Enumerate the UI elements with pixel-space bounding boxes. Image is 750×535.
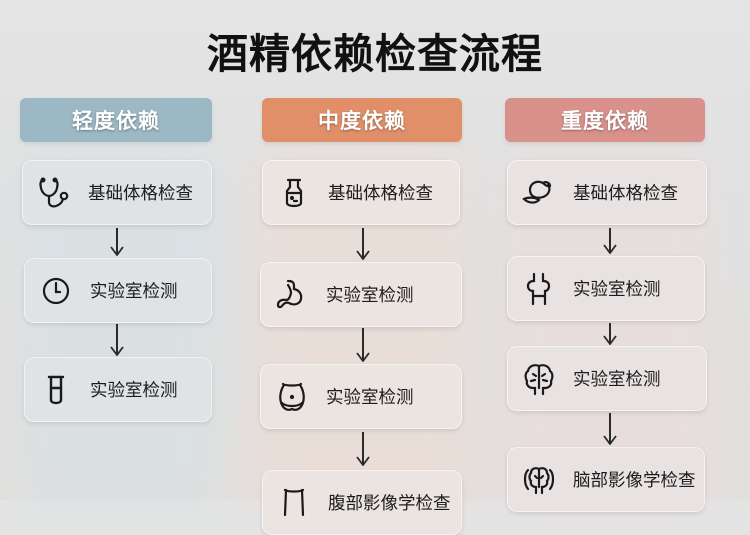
step-label: 实验室检测: [326, 286, 414, 306]
step-card: 实验室检测: [24, 357, 212, 422]
column-header-mild: 轻度依赖: [20, 98, 212, 142]
arrow-down-icon: [110, 228, 124, 256]
step-label: 实验室检测: [90, 381, 178, 401]
arrow-down-icon: [603, 413, 617, 445]
clock-icon: [36, 271, 76, 311]
step-label: 实验室检测: [326, 388, 414, 408]
step-card: 腹部影像学检查: [262, 470, 462, 535]
step-card: 基础体格检查: [262, 160, 460, 225]
arrow-down-icon: [356, 228, 370, 260]
step-label: 基础体格检查: [573, 184, 678, 204]
arrow-down-icon: [356, 328, 370, 362]
step-card: 基础体格检查: [22, 160, 212, 225]
step-card: 基础体格检查: [507, 160, 707, 225]
stomach-icon: [272, 275, 312, 315]
step-card: 脑部影像学检查: [507, 447, 705, 512]
abdomen-icon: [272, 377, 312, 417]
liver-icon: [519, 173, 559, 213]
flask-icon: [274, 173, 314, 213]
page-title: 酒精依赖检查流程: [207, 30, 543, 78]
step-label: 脑部影像学检查: [573, 471, 696, 491]
test-tube-icon: [36, 370, 76, 410]
step-card: 实验室检测: [260, 262, 462, 327]
arrow-down-icon: [603, 228, 617, 254]
step-label: 腹部影像学检查: [328, 494, 451, 514]
step-card: 实验室检测: [507, 256, 705, 321]
step-label: 实验室检测: [573, 280, 661, 300]
arrow-down-icon: [356, 432, 370, 466]
brain-icon: [519, 359, 559, 399]
step-label: 基础体格检查: [328, 184, 433, 204]
column-header-moderate: 中度依赖: [262, 98, 462, 142]
step-label: 实验室检测: [573, 370, 661, 390]
column-header-severe: 重度依赖: [505, 98, 705, 142]
step-card: 实验室检测: [507, 346, 707, 411]
arrow-down-icon: [110, 324, 124, 356]
abdomen-icon: [274, 483, 314, 523]
step-card: 实验室检测: [260, 364, 462, 429]
step-card: 实验室检测: [24, 258, 212, 323]
stethoscope-icon: [34, 173, 74, 213]
step-label: 基础体格检查: [88, 184, 193, 204]
arrow-down-icon: [603, 323, 617, 345]
step-label: 实验室检测: [90, 282, 178, 302]
brain-scan-icon: [519, 460, 559, 500]
kidney-icon: [519, 269, 559, 309]
